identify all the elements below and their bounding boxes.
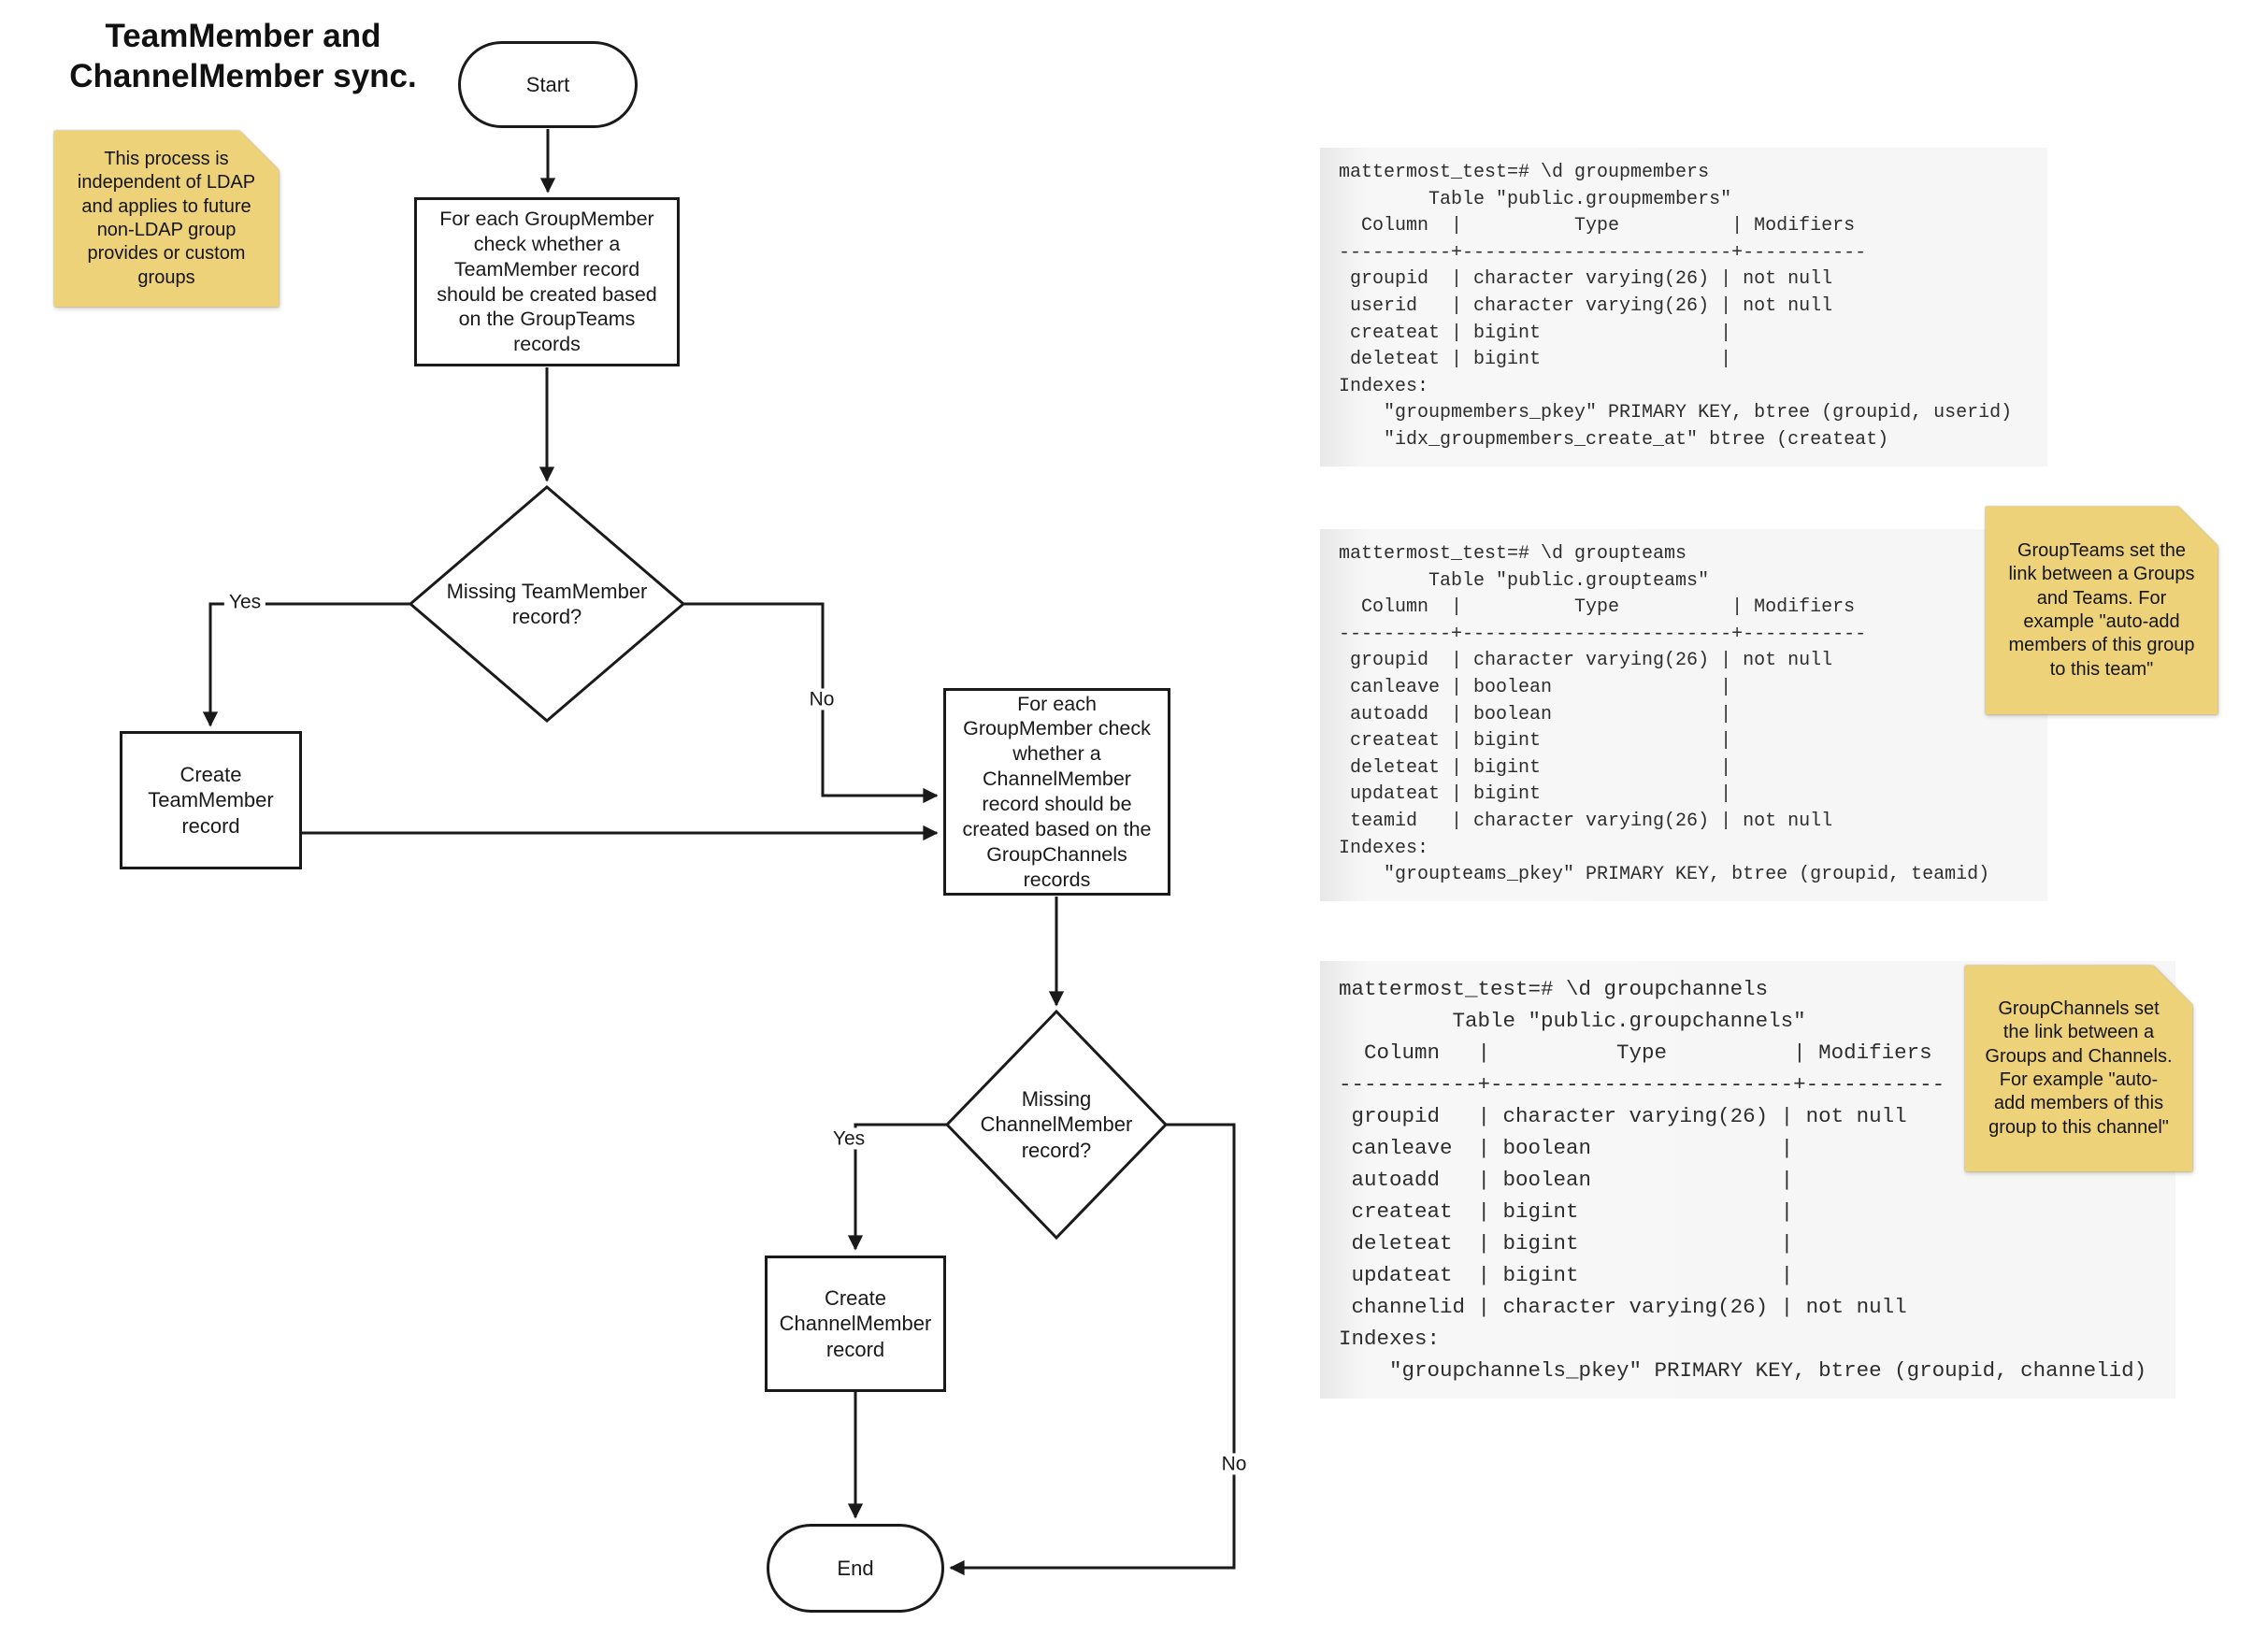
code-line: groupid | character varying(26) | not nu… [1339,1104,1907,1128]
code-line: createat | bigint | [1339,730,1732,753]
code-line: deleteat | bigint | [1339,349,1732,371]
code-line: channelid | character varying(26) | not … [1339,1295,1907,1319]
sticky-note-groupchannels-text: GroupChannels set the link between a Gro… [1965,966,2192,1171]
psql-output-groupteams: mattermost_test=# \d groupteams Table "p… [1320,529,2047,901]
edge-label-channelmember-yes: Yes [827,1127,870,1150]
code-line: mattermost_test=# \d groupchannels [1339,977,1769,1001]
sticky-note-process: This process is independent of LDAP and … [54,131,279,307]
edge-decision-channel-yes [847,1123,947,1251]
flow-decision-channelmember-label: Missing ChannelMember record? [980,1086,1133,1162]
code-line: Column | Type | Modifiers [1339,1040,1932,1065]
code-line: ----------+------------------------+----… [1339,623,1867,645]
edge-label-teammember-yes: Yes [223,591,266,613]
psql-output-groupchannels: mattermost_test=# \d groupchannels Table… [1320,961,2175,1399]
code-line: Indexes: [1339,375,1429,397]
code-line: autoadd | boolean | [1339,703,1732,725]
code-line: mattermost_test=# \d groupmembers [1339,162,1710,183]
code-line: Column | Type | Modifiers [1339,215,1856,237]
flow-decision-teammember-label: Missing TeamMember record? [446,579,648,629]
code-line: updateat | bigint | [1339,1263,1794,1287]
psql-output-groupmembers: mattermost_test=# \d groupmembers Table … [1320,148,2047,466]
sticky-note-groupchannels: GroupChannels set the link between a Gro… [1965,966,2192,1171]
code-line: createat | bigint | [1339,322,1732,344]
code-line: "groupteams_pkey" PRIMARY KEY, btree (gr… [1339,864,1990,886]
code-line: createat | bigint | [1339,1199,1794,1224]
code-line: mattermost_test=# \d groupteams [1339,543,1687,565]
code-line: Table "public.groupteams" [1339,569,1710,592]
code-line: Indexes: [1339,1327,1441,1351]
code-line: deleteat | bigint | [1339,1231,1794,1256]
code-line: Table "public.groupmembers" [1339,188,1732,210]
sticky-note-groupteams-text: GroupTeams set the link between a Groups… [1986,507,2218,714]
flow-check-teammember-node: For each GroupMember check whether a Tea… [414,197,680,366]
edge-label-channelmember-no: No [1216,1453,1252,1475]
code-line: groupid | character varying(26) | not nu… [1339,650,1833,672]
flow-create-teammember-node: Create TeamMember record [120,731,302,869]
sticky-note-process-text: This process is independent of LDAP and … [54,131,279,307]
edge-label-teammember-no: No [804,688,840,710]
flow-end-node: End [767,1524,944,1613]
decision-missing-channelmember-shape [944,1009,1169,1241]
code-line: updateat | bigint | [1339,783,1732,806]
code-line: -----------+------------------------+---… [1339,1072,1945,1097]
code-line: deleteat | bigint | [1339,756,1732,779]
code-line: canleave | boolean | [1339,1136,1794,1160]
flow-create-channelmember-node: Create ChannelMember record [765,1256,946,1392]
sticky-note-groupteams: GroupTeams set the link between a Groups… [1986,507,2218,714]
decision-missing-teammember-shape [408,485,686,723]
edge-decision-channel-no [949,1123,1236,1576]
flow-start-node: Start [458,41,638,128]
code-line: "groupmembers_pkey" PRIMARY KEY, btree (… [1339,402,2013,424]
flow-check-channelmember-node: For each GroupMember check whether a Cha… [943,688,1170,896]
code-line: Indexes: [1339,837,1429,859]
code-line: autoadd | boolean | [1339,1168,1794,1192]
code-line: "groupchannels_pkey" PRIMARY KEY, btree … [1339,1358,2147,1383]
page-title: TeamMember and ChannelMember sync. [69,18,417,94]
code-line: ----------+------------------------+----… [1339,241,1867,264]
edge-decision-team-yes [202,602,410,727]
code-line: Table "public.groupchannels" [1339,1009,1806,1033]
code-line: teamid | character varying(26) | not nul… [1339,810,1833,832]
code-line: canleave | boolean | [1339,676,1732,698]
code-line: userid | character varying(26) | not nul… [1339,294,1833,317]
code-line: groupid | character varying(26) | not nu… [1339,268,1833,291]
code-line: "idx_groupmembers_create_at" btree (crea… [1339,428,1889,451]
code-line: Column | Type | Modifiers [1339,596,1856,619]
